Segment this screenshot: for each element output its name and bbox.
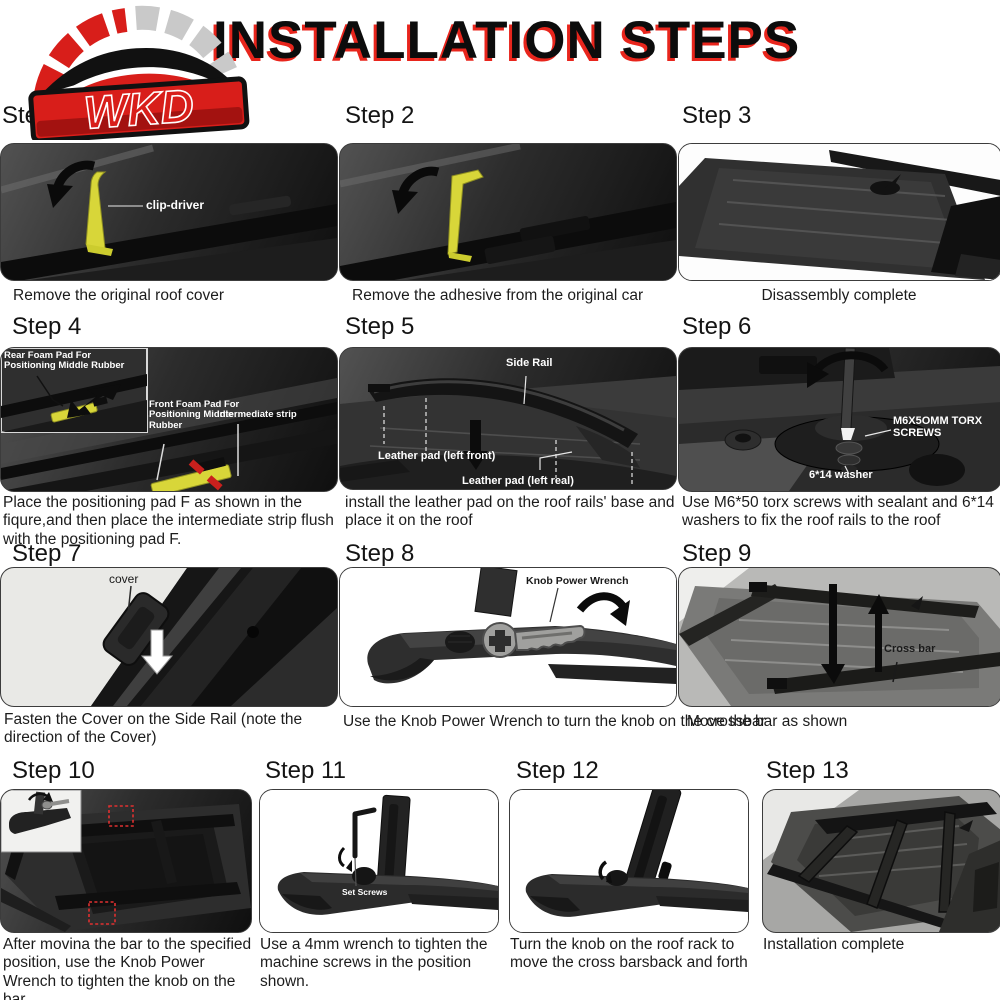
step-3-image (678, 143, 1000, 281)
intermediate-strip-annotation: Intermediate strip (217, 409, 297, 420)
brand-logo: WKD (8, 2, 270, 145)
step-7-caption: Fasten the Cover on the Side Rail (note … (4, 711, 303, 747)
step-11-label: Step 11 (265, 757, 346, 784)
leather-pad-front-annotation: Leather pad (left front) (378, 450, 496, 462)
step-7-image: cover (0, 567, 338, 707)
step-5-label: Step 5 (345, 313, 415, 340)
torx-screws-annotation: M6X5OMM TORX SCREWS (893, 415, 983, 439)
step-1-caption: Remove the original roof cover (13, 287, 225, 304)
cross-bar-annotation: Cross bar (884, 643, 936, 655)
step-12-caption: Turn the knob on the roof rack to move t… (510, 936, 748, 972)
page-title: INSTALLATION STEPS (213, 11, 801, 70)
step-7-label: Step 7 (12, 540, 82, 567)
step-9-caption: Move the bar as shown (687, 713, 848, 730)
step-9-label: Step 9 (682, 540, 752, 567)
leather-pad-rear-annotation: Leather pad (left real) (462, 475, 574, 487)
clip-driver-annotation: clip-driver (146, 198, 205, 212)
step-9-image: Cross bar (678, 567, 1000, 707)
step-11-caption: Use a 4mm wrench to tighten the machine … (260, 936, 488, 990)
step-12-image (509, 789, 749, 933)
front-foam-pad-annotation: Front Foam Pad For Positioning Middle Ru… (149, 399, 240, 431)
step-2-caption: Remove the adhesive from the original ca… (352, 287, 644, 304)
step-10-label: Step 10 (12, 757, 95, 784)
step-13-image (762, 789, 1000, 933)
step-2-image (339, 143, 677, 281)
brand-wordmark: WKD (82, 79, 195, 139)
step-10-caption: After movina the bar to the specified po… (3, 936, 252, 1000)
step-5-image: Side Rail Leather pad (left front) Leath… (339, 347, 677, 490)
step-4-caption: Place the positioning pad F as shown in … (3, 494, 334, 548)
step-13-caption: Installation complete (763, 936, 905, 953)
step-4-label: Step 4 (12, 313, 82, 340)
step-1-image: clip-driver (0, 143, 338, 281)
brand-car-icon: WKD (28, 5, 250, 144)
cover-annotation: cover (109, 572, 139, 586)
step-6-image: M6X5OMM TORX SCREWS 6*14 washer (678, 347, 1000, 492)
step-11-image: Set Screws (259, 789, 499, 933)
step-5-caption: install the leather pad on the roof rail… (345, 494, 675, 530)
side-rail-annotation: Side Rail (506, 357, 553, 369)
step-10-image (0, 789, 252, 933)
set-screws-annotation: Set Screws (342, 887, 388, 897)
washer-annotation: 6*14 washer (809, 469, 873, 481)
rear-foam-pad-annotation: Rear Foam Pad For Positioning Middle Rub… (4, 350, 125, 372)
step-3-caption: Disassembly complete (761, 287, 917, 304)
step-6-caption: Use M6*50 torx screws with sealant and 6… (682, 494, 994, 530)
step-8-image: Knob Power Wrench (339, 567, 677, 707)
step-2-label: Step 2 (345, 102, 415, 129)
step-3-label: Step 3 (682, 102, 752, 129)
step-8-label: Step 8 (345, 540, 415, 567)
step-8-caption: Use the Knob Power Wrench to turn the kn… (343, 713, 766, 730)
step-12-label: Step 12 (516, 757, 599, 784)
knob-power-wrench-annotation: Knob Power Wrench (526, 575, 629, 587)
step-13-label: Step 13 (766, 757, 849, 784)
step-6-label: Step 6 (682, 313, 752, 340)
step-4-image: Rear Foam Pad For Positioning Middle Rub… (0, 347, 338, 492)
